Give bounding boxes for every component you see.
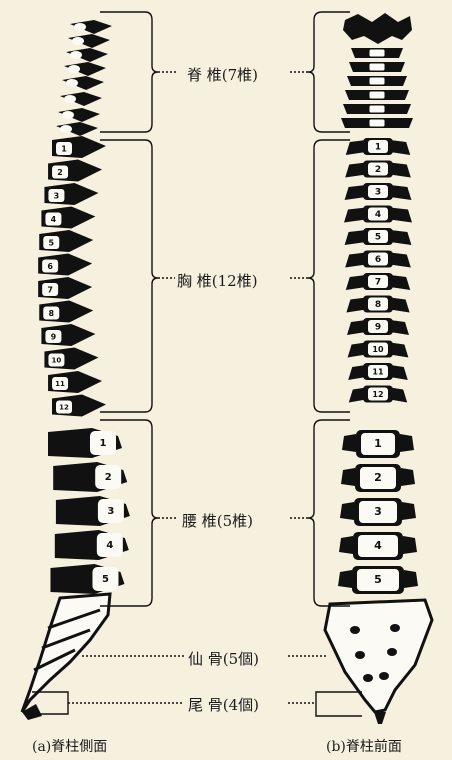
cervical-body-side — [62, 111, 74, 119]
lumbar-process-left — [339, 536, 353, 554]
sacrum-front — [325, 600, 432, 712]
thoracic-number-front: 7 — [375, 278, 381, 288]
lumbar-number-front: 3 — [374, 505, 382, 518]
label-sacrum: 仙 骨(5個) — [186, 648, 261, 669]
sacral-foramen — [390, 624, 400, 632]
thoracic-number-front: 12 — [372, 390, 383, 399]
thoracic-number-front: 8 — [375, 300, 381, 310]
thoracic-number-side: 4 — [51, 215, 57, 224]
atlas-bone — [343, 13, 412, 44]
rib-stub-right — [390, 185, 411, 200]
lumbar-number-side: 3 — [107, 506, 114, 517]
thoracic-number-front: 3 — [375, 188, 381, 198]
lumbar-process-right — [401, 468, 415, 486]
lumbar-process-right — [403, 536, 417, 554]
lumbar-process-right — [400, 434, 414, 452]
lumbar-process-left — [342, 434, 356, 452]
lumbar-number-side: 1 — [100, 438, 107, 449]
thoracic-number-side: 3 — [54, 192, 60, 201]
lumbar-number-side: 5 — [102, 574, 109, 585]
thoracic-number-front: 9 — [375, 323, 381, 333]
left-bracket — [100, 140, 158, 412]
coccyx-bracket-right — [316, 692, 362, 716]
front-view-spine: 12345678910111212345 — [325, 13, 432, 724]
cervical-body-side — [66, 79, 78, 87]
right-bracket — [308, 140, 350, 412]
thoracic-number-front: 1 — [375, 143, 381, 153]
thoracic-number-front: 11 — [372, 368, 384, 377]
thoracic-number-side: 5 — [48, 239, 54, 248]
rib-stub-right — [390, 163, 411, 178]
cervical-body-side — [70, 51, 82, 59]
label-coccyx: 尾 骨(4個) — [186, 694, 261, 715]
caption-side-view: (a)脊柱側面 — [32, 736, 107, 756]
rib-stub-right — [390, 140, 410, 155]
lumbar-number-front: 1 — [374, 437, 382, 450]
rib-stub-left — [344, 208, 366, 223]
cervical-body-front — [369, 105, 385, 113]
cervical-body-front — [369, 119, 385, 127]
cervical-body-front — [369, 49, 385, 57]
cervical-body-side — [72, 37, 84, 45]
rib-stub-left — [346, 140, 366, 155]
sacral-foramen — [350, 626, 360, 634]
coccyx-front — [374, 712, 386, 724]
rib-stub-left — [345, 230, 366, 245]
left-bracket — [100, 12, 158, 132]
thoracic-number-side: 6 — [47, 262, 53, 271]
lumbar-process-left — [338, 570, 352, 588]
thoracic-number-front: 6 — [375, 255, 381, 265]
lumbar-process-right — [402, 502, 416, 520]
lumbar-number-front: 2 — [374, 471, 382, 484]
rib-stub-left — [346, 275, 366, 290]
sacral-foramen — [363, 674, 373, 682]
label-lumbar: 腰 椎(5椎) — [180, 510, 255, 531]
thoracic-number-front: 2 — [375, 165, 381, 175]
lumbar-number-front: 4 — [374, 539, 382, 552]
cervical-body-front — [369, 77, 385, 85]
cervical-body-side — [68, 65, 80, 73]
thoracic-number-side: 9 — [51, 333, 57, 342]
cervical-body-side — [60, 125, 72, 133]
cervical-body-front — [369, 63, 385, 71]
lumbar-number-side: 2 — [105, 472, 112, 483]
cervical-body-side — [74, 23, 86, 31]
label-cervical: 脊 椎(7椎) — [185, 64, 260, 85]
lumbar-number-front: 5 — [374, 573, 382, 586]
thoracic-number-side: 12 — [59, 404, 69, 412]
thoracic-number-front: 4 — [375, 210, 381, 220]
label-thoracic: 胸 椎(12椎) — [175, 270, 260, 291]
rib-stub-right — [390, 230, 411, 245]
rib-stub-left — [345, 163, 366, 178]
lumbar-process-right — [404, 570, 418, 588]
sacral-foramen — [379, 672, 389, 680]
thoracic-number-front: 5 — [375, 233, 381, 243]
cervical-body-front — [369, 91, 385, 99]
sacral-foramen — [355, 651, 365, 659]
rib-stub-left — [345, 185, 366, 200]
lumbar-process-left — [341, 468, 355, 486]
rib-stub-left — [345, 253, 366, 268]
thoracic-number-side: 8 — [48, 309, 54, 318]
thoracic-number-side: 10 — [52, 357, 62, 365]
caption-front-view: (b)脊柱前面 — [326, 736, 402, 756]
thoracic-number-front: 10 — [372, 345, 384, 354]
thoracic-number-side: 7 — [47, 286, 53, 295]
thoracic-number-side: 11 — [55, 380, 65, 388]
rib-stub-right — [390, 253, 411, 268]
thoracic-number-side: 2 — [57, 168, 63, 177]
lumbar-number-side: 4 — [106, 540, 113, 551]
cervical-body-side — [64, 95, 76, 103]
sacral-foramen — [387, 648, 397, 656]
rib-stub-right — [390, 208, 412, 223]
lumbar-process-left — [340, 502, 354, 520]
rib-stub-right — [390, 275, 410, 290]
thoracic-number-side: 1 — [61, 145, 67, 154]
